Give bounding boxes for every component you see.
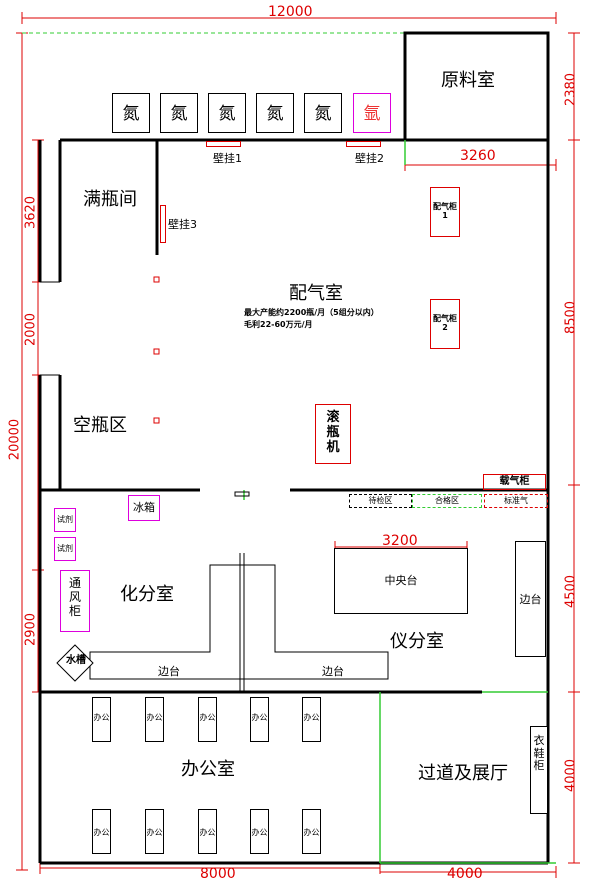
- cylinder-ar: 氩: [353, 93, 391, 133]
- sink-shape: [56, 644, 94, 682]
- fridge: 冰箱: [128, 495, 160, 521]
- dim-bottom-office: 8000: [200, 866, 236, 882]
- zone-qualified: 合格区: [412, 494, 482, 508]
- desk-top-3: 办公: [198, 697, 217, 742]
- dim-left-mid: 2000: [23, 312, 39, 347]
- wall-mount-3-shape: [160, 205, 166, 243]
- gas-capacity-note: 最大产能约2200瓶/月（5组分以内）: [244, 308, 379, 317]
- fume-hood: 通风柜: [60, 570, 90, 632]
- room-corridor-showroom: 过道及展厅: [418, 763, 508, 784]
- dim-right-gas-width: 3260: [460, 148, 496, 164]
- walls: [38, 31, 550, 865]
- room-gas-mixing: 配气室: [289, 283, 343, 304]
- dim-top-total: 12000: [268, 4, 313, 20]
- desk-bottom-4: 办公: [250, 809, 269, 854]
- dim-right-corridor: 4000: [563, 758, 579, 793]
- desk-top-2: 办公: [145, 697, 164, 742]
- wall-mount-2: 壁挂2: [355, 152, 384, 165]
- sink: 水槽: [66, 655, 86, 666]
- cylinder-n2-5: 氮: [304, 93, 342, 133]
- desk-top-4: 办公: [250, 697, 269, 742]
- dim-left-full: 3620: [23, 195, 39, 230]
- cylinder-n2-1: 氮: [112, 93, 150, 133]
- wardrobe: 衣鞋柜: [530, 726, 548, 814]
- room-raw-material: 原料室: [441, 70, 495, 91]
- dim-left-chem: 2900: [23, 612, 39, 647]
- desk-bottom-1: 办公: [92, 809, 111, 854]
- wall-mount-1-shape: [206, 141, 241, 147]
- markers: [153, 276, 160, 424]
- dimension-lines: [16, 12, 580, 878]
- desk-top-1: 办公: [92, 697, 111, 742]
- dim-right-gas-height: 8500: [563, 300, 579, 335]
- dim-right-raw: 2380: [563, 72, 579, 107]
- room-full-bottles: 满瓶间: [83, 189, 137, 210]
- gas-cabinet-1: 配气柜 1: [430, 187, 460, 237]
- roller-machine: 滚瓶机: [315, 404, 351, 464]
- side-bench: 边台: [515, 541, 546, 657]
- gas-cabinet-2: 配气柜 2: [430, 299, 460, 349]
- carrier-gas-cabinet: 载气柜: [483, 474, 546, 490]
- bench-left: 边台: [158, 665, 180, 678]
- bench-right: 边台: [322, 665, 344, 678]
- desk-bottom-3: 办公: [198, 809, 217, 854]
- dim-right-instrument: 4500: [563, 574, 579, 609]
- wall-mount-1: 壁挂1: [213, 152, 242, 165]
- reagent-cabinet-1: 试剂: [54, 508, 76, 532]
- reagent-cabinet-2: 试剂: [54, 537, 76, 561]
- wall-mount-2-shape: [346, 141, 381, 147]
- wall-mount-3: 壁挂3: [168, 218, 197, 231]
- dim-bottom-corridor: 4000: [447, 866, 483, 882]
- gas-profit-note: 毛利22-60万元/月: [244, 320, 313, 329]
- glass-partitions: [243, 140, 556, 864]
- desk-bottom-2: 办公: [145, 809, 164, 854]
- room-chem-analysis: 化分室: [120, 584, 174, 605]
- zone-pending: 待检区: [349, 494, 412, 508]
- room-office: 办公室: [181, 759, 235, 780]
- room-instrument-analysis: 仪分室: [390, 631, 444, 652]
- zone-standard-gas: 标准气: [484, 494, 548, 508]
- desk-top-5: 办公: [302, 697, 321, 742]
- dim-left-total: 20000: [7, 418, 23, 461]
- cylinder-n2-4: 氮: [256, 93, 294, 133]
- desk-bottom-5: 办公: [302, 809, 321, 854]
- lab-bench-outline: [89, 564, 389, 680]
- cylinder-n2-2: 氮: [160, 93, 198, 133]
- central-bench: 中央台: [334, 548, 468, 614]
- room-empty-bottles: 空瓶区: [73, 415, 127, 436]
- cylinder-n2-3: 氮: [208, 93, 246, 133]
- dim-chem-width: 3200: [382, 533, 418, 549]
